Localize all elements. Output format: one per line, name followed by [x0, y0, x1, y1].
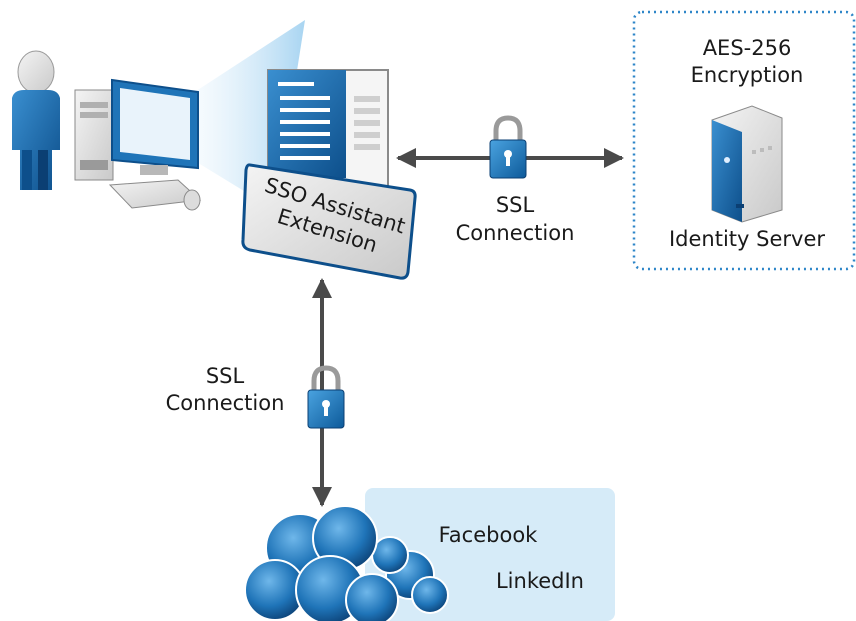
server-box-title-line2: Encryption	[691, 63, 804, 87]
ssl-label-left-line2: Connection	[166, 391, 285, 415]
server-box-title-line1: AES-256	[703, 36, 792, 60]
server-icon	[711, 105, 783, 223]
lock-icon	[307, 365, 345, 429]
desktop-computer-icon	[74, 78, 202, 211]
ssl-label-left-line1: SSL	[206, 364, 245, 388]
cloud-icon	[244, 505, 449, 621]
ssl-label-right-line1: SSL	[496, 193, 535, 217]
ssl-label-right-line2: Connection	[456, 221, 575, 245]
identity-server-box	[632, 10, 856, 271]
lock-icon	[489, 115, 527, 179]
site-label-facebook: Facebook	[439, 523, 539, 547]
identity-server-label: Identity Server	[669, 227, 825, 251]
site-label-linkedin: LinkedIn	[496, 569, 584, 593]
extension-tag: SSO Assistant Extension	[241, 163, 417, 280]
user-icon	[12, 50, 60, 190]
